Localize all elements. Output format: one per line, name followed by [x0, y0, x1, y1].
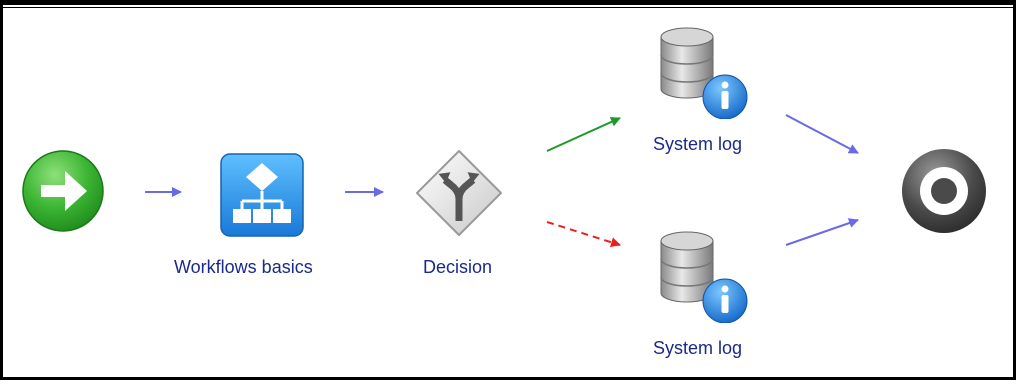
workflow-node[interactable] [220, 153, 304, 237]
connector-decision-to-log-top[interactable] [546, 117, 621, 152]
system-log-top-label: System log [653, 134, 743, 154]
database-info-icon [660, 231, 748, 324]
end-node[interactable] [900, 147, 988, 235]
connector-log-top-to-end[interactable] [785, 114, 859, 154]
database-info-icon [660, 27, 748, 120]
workflow-chart-icon [220, 153, 304, 237]
connectors [145, 114, 859, 248]
fork-road-sign-icon [416, 150, 502, 236]
system-log-top-node[interactable] [653, 23, 749, 120]
gray-target-end-icon [902, 149, 986, 233]
green-arrow-start-icon [22, 150, 104, 232]
workflow-node-label: Workflows basics [174, 257, 313, 277]
connector-log-bottom-to-end[interactable] [785, 218, 859, 246]
decision-node-label: Decision [423, 257, 493, 277]
start-node[interactable] [21, 149, 105, 233]
connector-decision-to-log-bottom[interactable] [546, 221, 621, 248]
decision-node[interactable] [415, 149, 503, 237]
system-log-bottom-node[interactable] [653, 227, 749, 324]
system-log-bottom-label: System log [653, 338, 743, 358]
